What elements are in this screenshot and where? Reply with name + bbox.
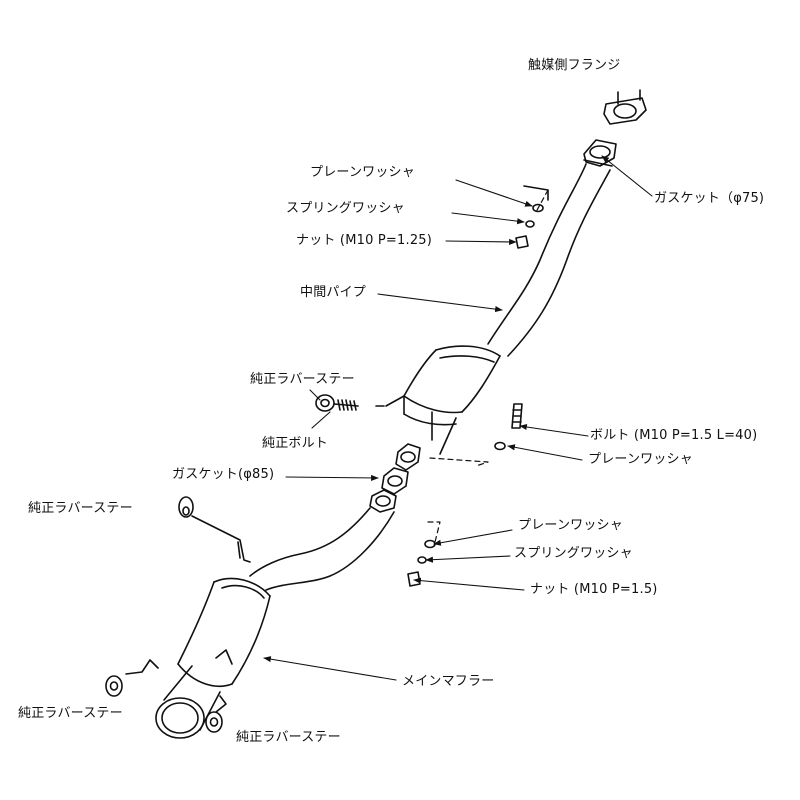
bolt-m10-l40 <box>511 403 523 429</box>
center-resonator <box>385 345 501 455</box>
main-muffler <box>177 577 271 687</box>
label-bolt-m10: ボルト (M10 P=1.5 L=40) <box>590 428 758 443</box>
catalyst-flange <box>603 89 647 125</box>
label-spring-washer-2: スプリングワッシャ <box>514 546 633 561</box>
leader-lines <box>263 155 653 681</box>
oem-rubber-stay-3 <box>105 675 123 697</box>
gasket-85 <box>369 443 421 513</box>
label-catalyst-flange: 触媒側フランジ <box>528 58 621 73</box>
oem-bolt <box>333 399 385 411</box>
label-nut-m10-125: ナット (M10 P=1.25) <box>296 233 433 248</box>
gasket-75 <box>583 139 617 167</box>
label-gasket-75: ガスケット（φ75) <box>654 191 765 206</box>
oem-rubber-stay-2 <box>178 496 251 563</box>
label-gasket-85: ガスケット(φ85) <box>172 467 275 482</box>
rear-pipe <box>249 507 395 591</box>
oem-rubber-stay-1 <box>315 394 335 412</box>
label-oem-bolt: 純正ボルト <box>262 436 329 451</box>
label-plain-washer-3: プレーンワッシャ <box>518 518 623 533</box>
center-pipe <box>487 159 613 357</box>
label-oem-rubber-stay-1: 純正ラバーステー <box>250 372 355 387</box>
label-nut-m10-15: ナット (M10 P=1.5) <box>530 582 658 597</box>
plain-washer-2 <box>494 441 506 451</box>
oem-rubber-stay-4 <box>205 711 223 733</box>
label-plain-washer-2: プレーンワッシャ <box>588 452 693 467</box>
washer-set-upper <box>515 203 544 249</box>
label-center-pipe: 中間パイプ <box>300 285 367 300</box>
label-oem-rubber-stay-4: 純正ラバーステー <box>236 730 341 745</box>
alignment-lines <box>427 189 549 547</box>
label-main-muffler: メインマフラー <box>402 674 495 689</box>
muffler-hangers <box>125 649 233 713</box>
tailpipe <box>155 665 221 739</box>
label-spring-washer-1: スプリングワッシャ <box>286 201 405 216</box>
label-plain-washer-1: プレーンワッシャ <box>310 165 415 180</box>
label-oem-rubber-stay-3: 純正ラバーステー <box>18 706 123 721</box>
washer-set-lower <box>407 539 436 587</box>
label-oem-rubber-stay-2: 純正ラバーステー <box>28 501 133 516</box>
